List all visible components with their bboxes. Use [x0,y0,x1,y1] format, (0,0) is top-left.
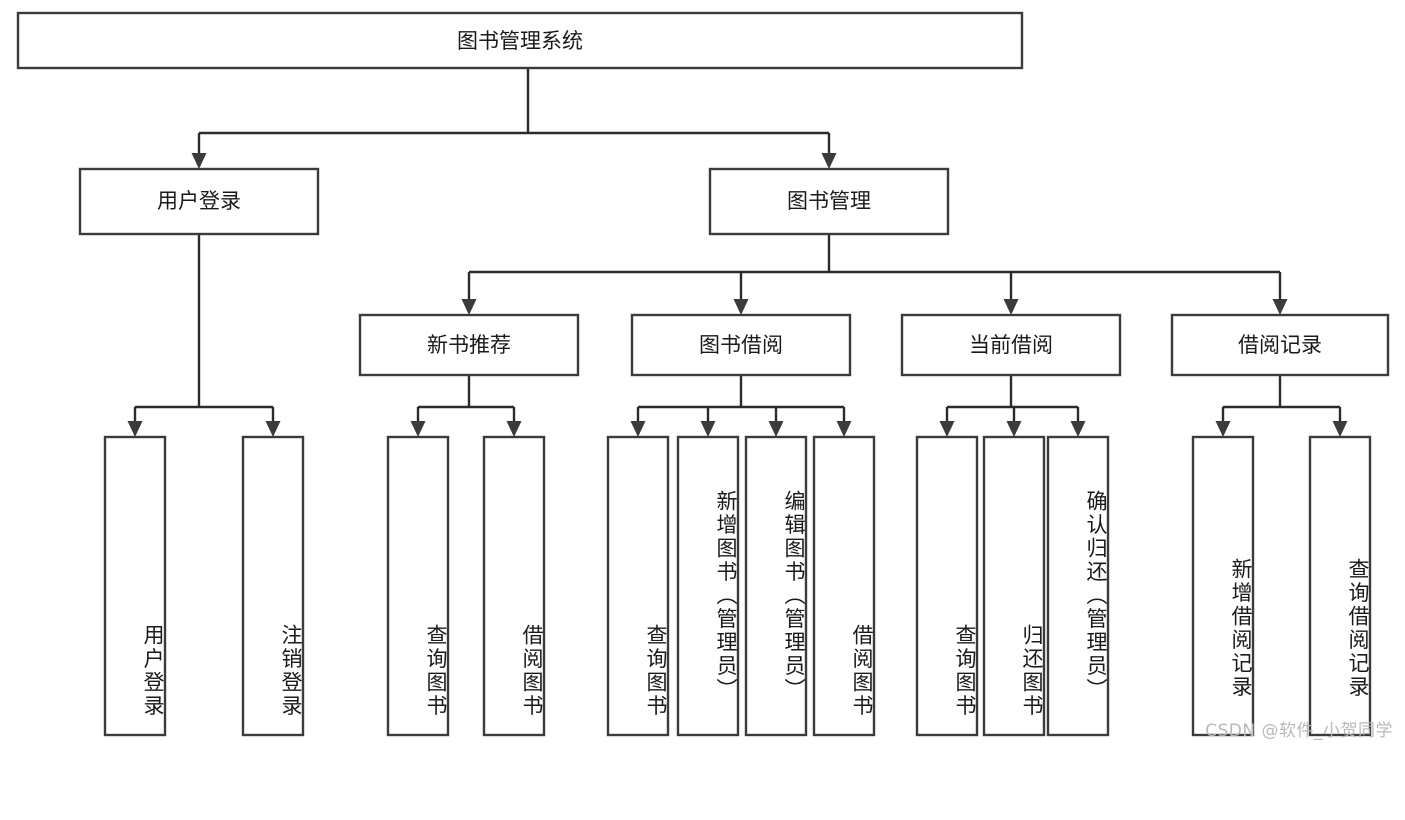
arrow-icon-leaf-confirm-return-admin [1070,421,1086,437]
node-book-management-label: 图书管理 [787,189,871,213]
arrow-icon-leaf-borrow-book-recommend [506,421,522,437]
node-new-book-recommend-box[interactable] [358,313,580,377]
arrow-icon-leaf-query-book-borrow [630,421,646,437]
arrow-icon-leaf-add-book-admin [700,421,716,437]
leaf-box-borrow-book[interactable] [812,435,876,737]
node-root-box[interactable] [16,11,1024,70]
hierarchy-diagram: 图书管理系统 用户登录 图书管理 新书推荐 图书借阅 当前借阅 借阅记录 [16,11,1390,737]
arrow-icon-leaf-add-borrow-record [1215,421,1231,437]
node-new-book-recommend[interactable]: 新书推荐 [358,313,580,377]
arrow-icon-leaf-query-borrow-record [1332,421,1348,437]
leaf-box-query-borrow-record[interactable] [1308,435,1372,737]
node-borrow-record-label: 借阅记录 [1238,333,1322,357]
leaf-box-add-borrow-record[interactable] [1191,435,1255,737]
leaf-box-edit-book-admin[interactable] [744,435,808,737]
connector-group-borrow-record-to-leaves [1215,375,1348,437]
node-borrow-record[interactable]: 借阅记录 [1170,313,1390,377]
node-user-login-box[interactable] [78,167,320,236]
node-borrow-record-box[interactable] [1170,313,1390,377]
node-user-login-label: 用户登录 [157,189,241,213]
node-user-login[interactable]: 用户登录 [78,167,320,236]
node-book-management-box[interactable] [708,167,950,236]
connector-group-current-borrow-to-leaves [939,375,1086,437]
leaf-box-query-book-borrow[interactable] [606,435,670,737]
node-book-management[interactable]: 图书管理 [708,167,950,236]
arrow-icon-leaf-logout [265,421,281,437]
arrow-icon-new-book-recommend [461,299,477,315]
connector-group-root-to-level2 [191,68,837,169]
node-current-borrow-label: 当前借阅 [969,333,1053,357]
node-book-borrow-box[interactable] [630,313,852,377]
leaf-box-group [103,435,1372,737]
node-book-borrow-label: 图书借阅 [699,333,783,357]
arrow-icon-leaf-query-book-recommend [410,421,426,437]
arrow-icon-leaf-return-book [1006,421,1022,437]
connector-group-new-book-recommend-to-leaves [410,375,522,437]
leaf-box-query-book-recommend[interactable] [386,435,450,737]
leaf-box-add-book-admin[interactable] [676,435,740,737]
node-current-borrow[interactable]: 当前借阅 [900,313,1122,377]
arrow-icon-leaf-edit-book-admin [768,421,784,437]
connector-group-book-management-to-level3 [461,234,1288,315]
node-root[interactable]: 图书管理系统 [16,11,1024,70]
node-current-borrow-box[interactable] [900,313,1122,377]
arrow-icon-book-borrow [733,299,749,315]
csdn-watermark: CSDN @软件_小贺同学 [1205,721,1393,741]
connector-group-book-borrow-to-leaves [630,375,852,437]
arrow-icon-leaf-user-login [127,421,143,437]
leaf-box-logout[interactable] [241,435,305,737]
leaf-box-confirm-return-admin[interactable] [1046,435,1110,737]
connector-group-user-login-to-leaves [127,234,281,437]
node-new-book-recommend-label: 新书推荐 [427,333,511,357]
node-root-label: 图书管理系统 [457,29,583,53]
leaf-box-borrow-book-recommend[interactable] [482,435,546,737]
diagram-canvas-container: 图书管理系统 用户登录 图书管理 新书推荐 图书借阅 当前借阅 借阅记录 [16,11,1393,741]
node-book-borrow[interactable]: 图书借阅 [630,313,852,377]
leaf-box-return-book[interactable] [982,435,1046,737]
arrow-icon-current-borrow [1003,299,1019,315]
arrow-icon-book-management [821,153,837,169]
arrow-icon-leaf-query-book-current [939,421,955,437]
arrow-icon-user-login [191,153,207,169]
arrow-icon-borrow-record [1272,299,1288,315]
leaf-box-user-login[interactable] [103,435,167,737]
arrow-icon-leaf-borrow-book [836,421,852,437]
leaf-box-query-book-current[interactable] [915,435,979,737]
